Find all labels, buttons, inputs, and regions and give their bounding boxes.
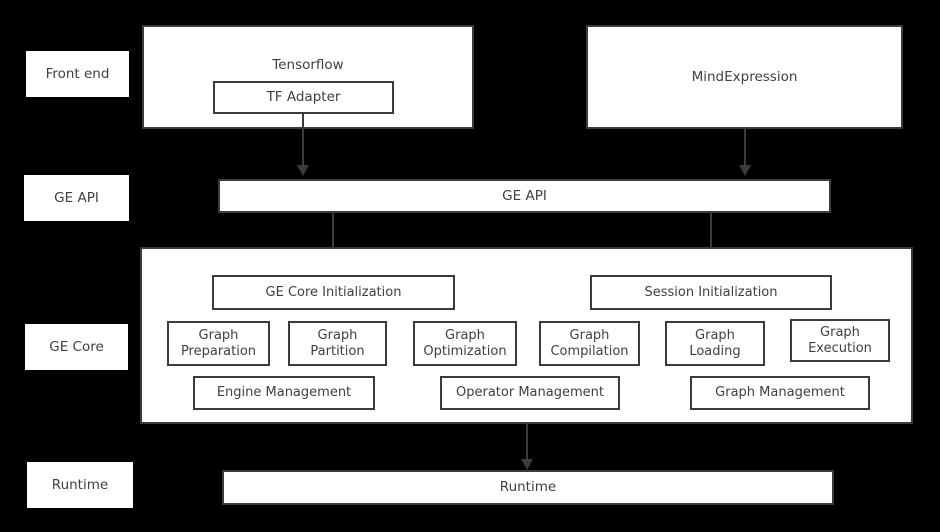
graph-loading-label: Graph Loading (689, 327, 741, 359)
graph-preparation-label: Graph Preparation (180, 327, 257, 359)
mindexpression-label: MindExpression (691, 68, 798, 85)
graph-optimization-label: Graph Optimization (423, 327, 507, 359)
ge-core-initialization-box[interactable]: GE Core Initialization (212, 275, 455, 310)
runtime-label: Runtime (499, 479, 557, 496)
graph-management-box[interactable]: Graph Management (690, 376, 870, 410)
graph-execution-label: Graph Execution (808, 324, 872, 356)
stage-label-runtime-text: Runtime (51, 476, 109, 493)
graph-partition-label: Graph Partition (310, 327, 365, 359)
graph-management-label: Graph Management (715, 385, 845, 401)
mindexpression-container[interactable]: MindExpression (586, 25, 903, 129)
connector-ge-core-to-runtime-arrowhead-icon (521, 459, 533, 470)
connector-ge-api-to-ge-core-init-line (332, 213, 334, 259)
runtime-box[interactable]: Runtime (222, 470, 834, 505)
connector-ge-api-to-session-init-line (710, 213, 712, 259)
connector-tf-adapter-to-ge-api-line (302, 113, 304, 167)
graph-compilation-label: Graph Compilation (550, 327, 629, 359)
stage-label-ge-core: GE Core (25, 324, 128, 370)
ge-api-label: GE API (502, 187, 547, 204)
operator-management-label: Operator Management (456, 385, 604, 401)
graph-optimization-box[interactable]: Graph Optimization (413, 321, 517, 366)
stage-label-ge-api-text: GE API (54, 189, 99, 206)
stage-label-runtime: Runtime (27, 462, 133, 508)
operator-management-box[interactable]: Operator Management (440, 376, 620, 410)
tf-adapter-box[interactable]: TF Adapter (213, 81, 394, 114)
stage-label-front-end-text: Front end (45, 65, 110, 82)
connector-mindexpression-to-ge-api-line (744, 129, 746, 167)
stage-label-ge-core-text: GE Core (49, 338, 104, 355)
tensorflow-label: Tensorflow (272, 57, 344, 73)
session-initialization-box[interactable]: Session Initialization (590, 275, 832, 310)
ge-core-initialization-label: GE Core Initialization (265, 284, 402, 300)
graph-execution-box[interactable]: Graph Execution (790, 319, 890, 362)
connector-mindexpression-to-ge-api-arrowhead-icon (739, 165, 751, 176)
graph-compilation-box[interactable]: Graph Compilation (539, 321, 640, 366)
ge-api-box[interactable]: GE API (218, 179, 831, 213)
connector-ge-core-to-runtime-line (526, 424, 528, 461)
session-initialization-label: Session Initialization (644, 284, 778, 300)
stage-label-ge-api: GE API (24, 175, 129, 221)
stage-label-front-end: Front end (26, 51, 129, 97)
engine-management-box[interactable]: Engine Management (193, 376, 375, 410)
graph-loading-box[interactable]: Graph Loading (665, 321, 765, 366)
connector-tf-adapter-to-ge-api-arrowhead-icon (297, 165, 309, 176)
graph-partition-box[interactable]: Graph Partition (288, 321, 387, 366)
tf-adapter-label: TF Adapter (266, 89, 341, 106)
graph-preparation-box[interactable]: Graph Preparation (167, 321, 270, 366)
engine-management-label: Engine Management (216, 385, 352, 401)
